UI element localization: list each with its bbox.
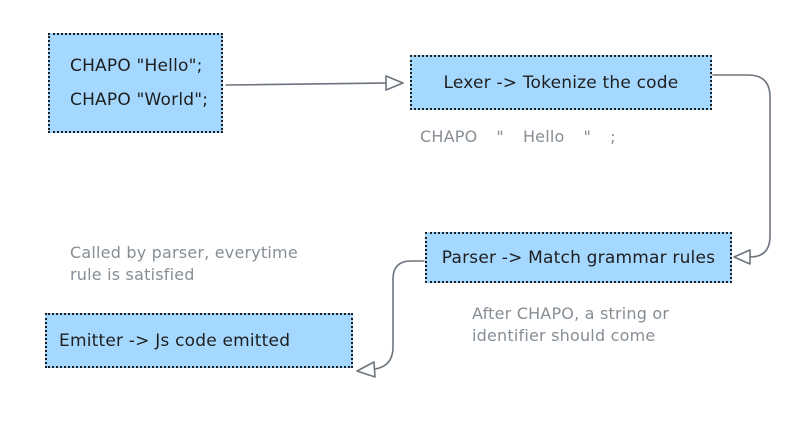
- source-code-line-2: CHAPO "World";: [70, 90, 209, 110]
- parser-note: After CHAPO, a string or identifier shou…: [472, 303, 669, 347]
- token-open-quote: ": [496, 127, 504, 146]
- token-keyword: CHAPO: [420, 127, 478, 146]
- emitter-note: Called by parser, everytime rule is sati…: [70, 242, 298, 286]
- parser-note-line-2: identifier should come: [472, 326, 656, 345]
- lexer-box: Lexer -> Tokenize the code: [410, 55, 712, 110]
- lexer-box-label: Lexer -> Tokenize the code: [443, 72, 679, 93]
- parser-note-line-1: After CHAPO, a string or: [472, 304, 670, 323]
- arrow-source-to-lexer: [225, 75, 404, 91]
- emitter-box-label: Emitter -> Js code emitted: [59, 330, 291, 351]
- token-semicolon: ;: [610, 127, 616, 146]
- source-code-line-1: CHAPO "Hello";: [70, 56, 203, 76]
- token-string: Hello: [522, 127, 565, 146]
- source-code-box: CHAPO "Hello"; CHAPO "World";: [48, 33, 223, 133]
- token-annotation: CHAPO " Hello " ;: [420, 126, 616, 148]
- emitter-note-line-1: Called by parser, everytime: [70, 243, 298, 262]
- emitter-note-line-2: rule is satisfied: [70, 265, 195, 284]
- emitter-box: Emitter -> Js code emitted: [45, 313, 353, 368]
- token-close-quote: ": [583, 127, 592, 146]
- parser-box: Parser -> Match grammar rules: [425, 232, 732, 283]
- arrow-parser-to-emitter: [356, 260, 425, 378]
- parser-box-label: Parser -> Match grammar rules: [441, 247, 716, 268]
